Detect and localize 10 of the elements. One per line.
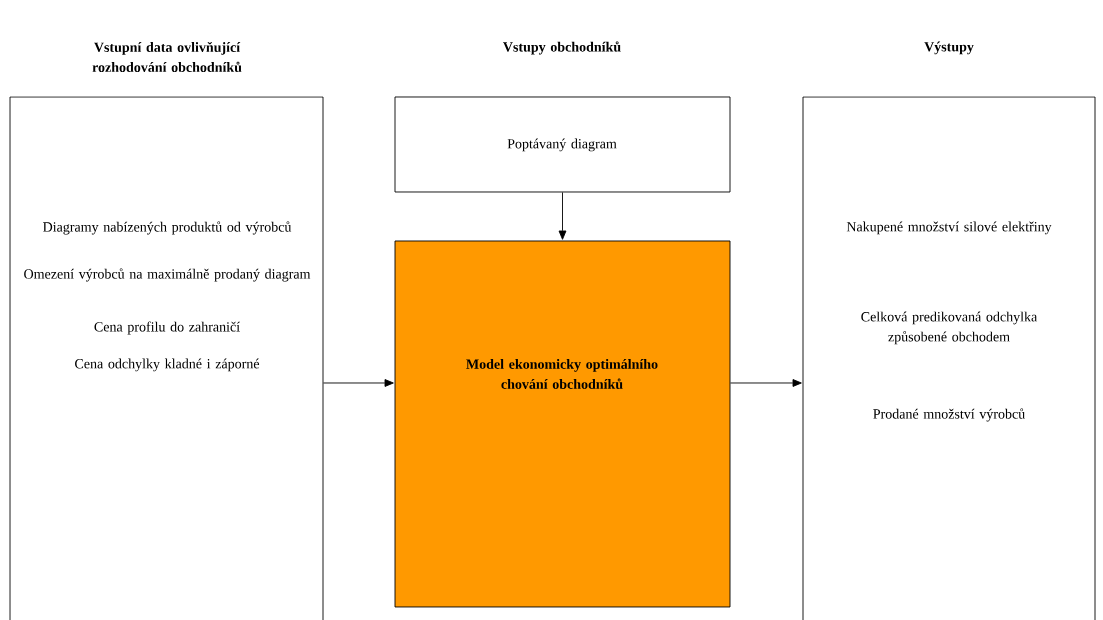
arrow [730, 379, 802, 387]
model-box: Model ekonomicky optimálního chování obchodníků [394, 240, 731, 608]
input-box: Vstupy obchodníků Poptávaný diagram [394, 41, 731, 193]
arrow [558, 192, 567, 240]
node-label: Vstupy obchodníků [503, 41, 621, 55]
output-box: Výstupy Nakupené množství silové elektřiny Celková predikovaná odchylka způsobené obchodem Prodané množství výrobců [802, 41, 1096, 620]
node-label: Vstupní data ovlivňující rozhodování obchodníků [92, 41, 242, 73]
input-box: Vstupní data ovlivňující rozhodování obchodníků Diagramy nabízených produktů od výrobců Omezení výrobců na maximálně prodaný diagram Cena profilu do zahraničí Cena odchylky kladné i záporné [9, 41, 324, 620]
node-label: Výstupy [924, 41, 974, 55]
arrow [323, 379, 394, 387]
